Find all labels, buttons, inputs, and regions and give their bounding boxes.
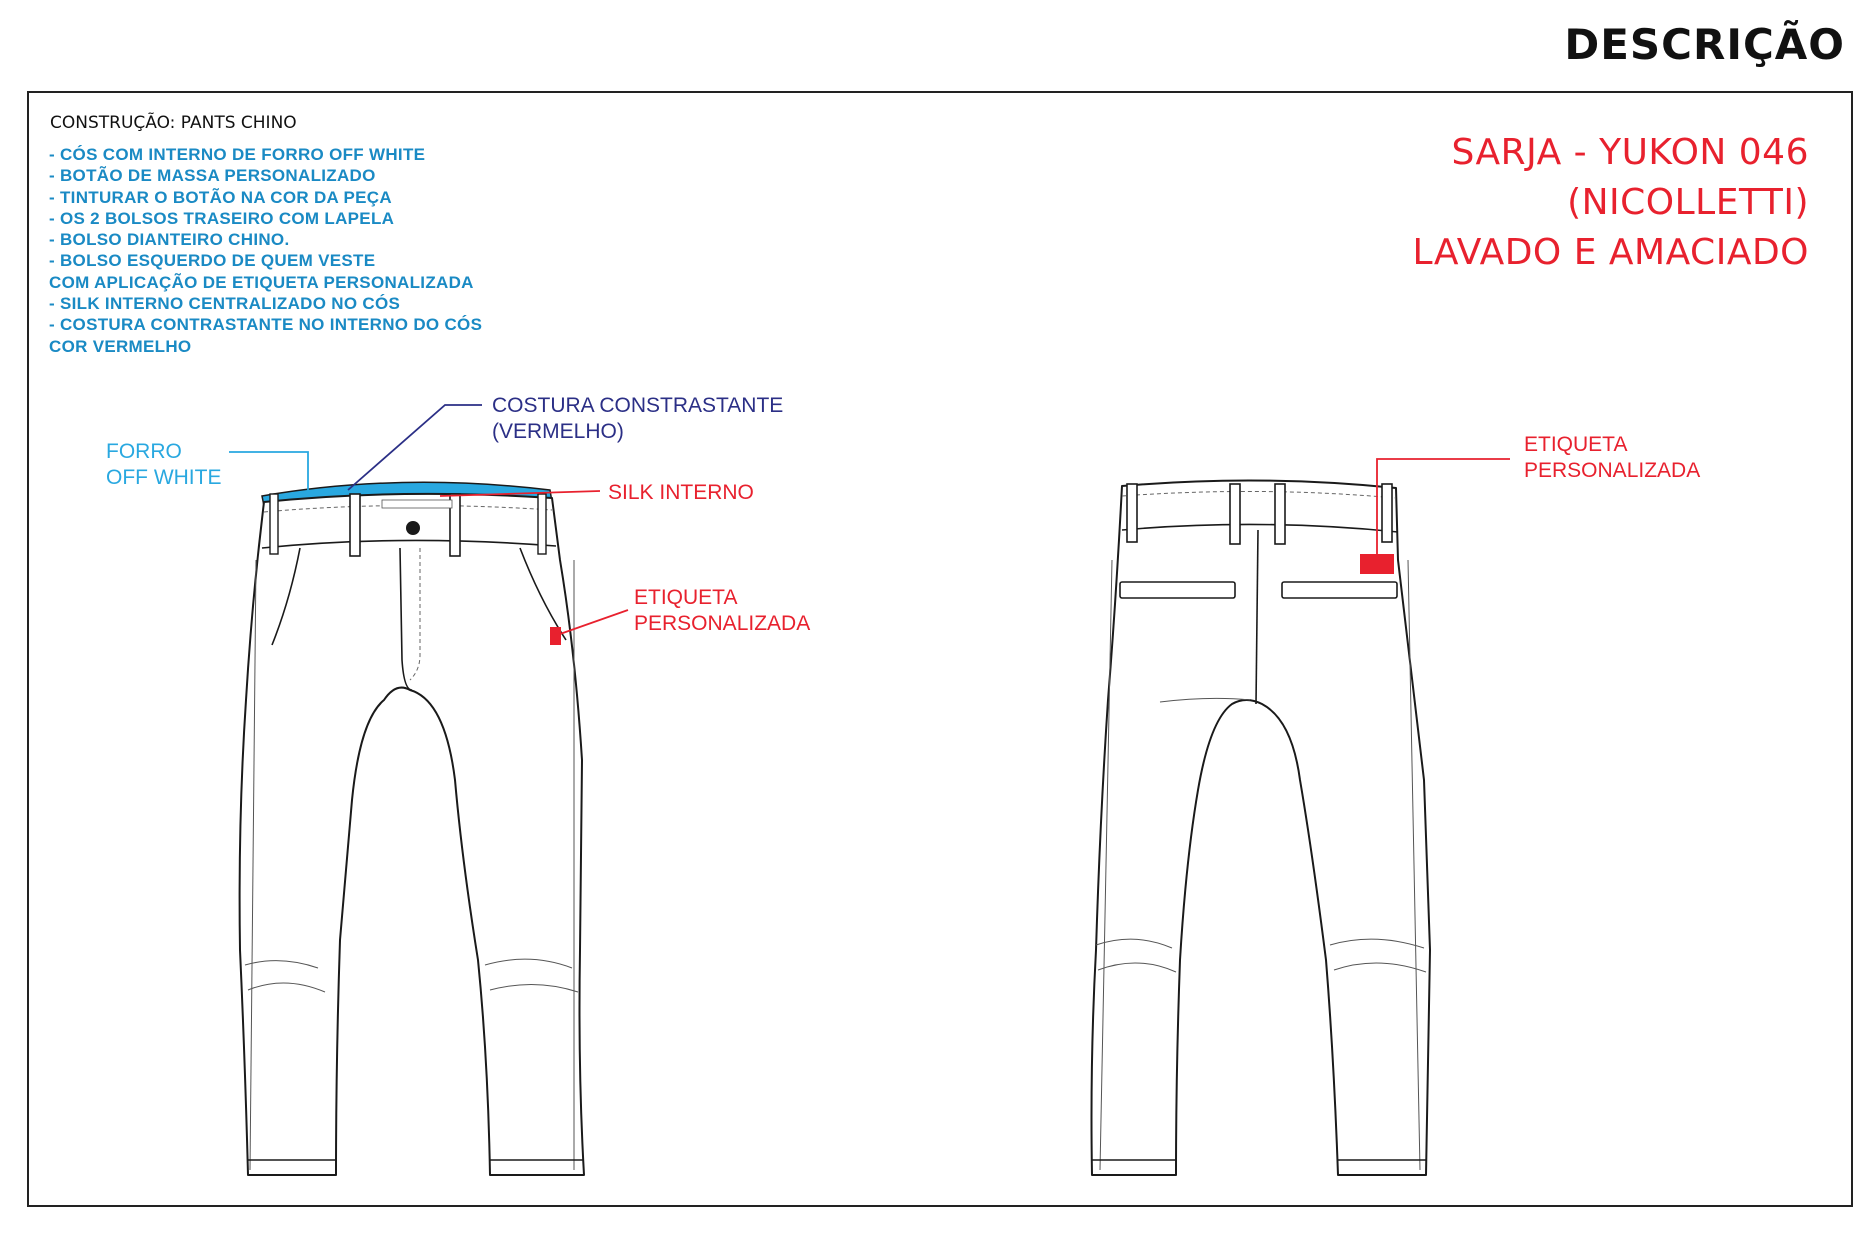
button-front bbox=[406, 521, 420, 535]
sheet-frame bbox=[27, 91, 1853, 1207]
spec-item: - BOTÃO DE MASSA PERSONALIZADO bbox=[49, 166, 376, 186]
back-pocket-right bbox=[1281, 581, 1398, 599]
leader-forro bbox=[229, 451, 309, 490]
belt-loop bbox=[1229, 483, 1241, 545]
belt-loop bbox=[1126, 483, 1138, 543]
callout-costura-line1: COSTURA CONSTRASTANTE bbox=[492, 394, 784, 417]
callout-costura-line2: (VERMELHO) bbox=[492, 420, 624, 443]
leader-etiqueta-back bbox=[1376, 458, 1510, 556]
fabric-name: SARJA - YUKON 046 bbox=[1451, 132, 1809, 173]
belt-loop bbox=[537, 493, 547, 555]
callout-silk: SILK INTERNO bbox=[608, 481, 754, 504]
callout-costura: COSTURA CONSTRASTANTE (VERMELHO) bbox=[492, 393, 783, 445]
callout-etiqueta-front-line1: ETIQUETA bbox=[634, 586, 738, 609]
leader-etiqueta-front bbox=[559, 609, 629, 635]
spec-item: - OS 2 BOLSOS TRASEIRO COM LAPELA bbox=[49, 208, 395, 228]
leader-silk bbox=[439, 490, 601, 497]
callout-etiqueta-back-line1: ETIQUETA bbox=[1524, 433, 1628, 456]
callout-etiqueta-front-line2: PERSONALIZADA bbox=[634, 612, 811, 635]
callout-etiqueta-back-line2: PERSONALIZADA bbox=[1524, 459, 1701, 482]
front-view-pants bbox=[238, 481, 585, 1176]
back-pocket-left bbox=[1119, 581, 1236, 599]
callout-forro-line1: FORRO bbox=[106, 440, 182, 463]
spec-item: - BOLSO DIANTEIRO CHINO. bbox=[49, 230, 290, 250]
belt-loop bbox=[1274, 483, 1286, 545]
fabric-spec: SARJA - YUKON 046 (NICOLLETTI) LAVADO E … bbox=[1413, 128, 1809, 278]
fabric-finish: LAVADO E AMACIADO bbox=[1412, 232, 1809, 273]
back-view-pants bbox=[1090, 479, 1431, 1176]
belt-loop bbox=[1381, 483, 1393, 543]
spec-item: - CÓS COM INTERNO DE FORRO OFF WHITE bbox=[49, 145, 426, 164]
spec-item: - SILK INTERNO CENTRALIZADO NO CÓS bbox=[49, 294, 401, 314]
spec-item: - BOLSO ESQUERDO DE QUEM VESTE bbox=[49, 251, 376, 271]
callout-forro-line2: OFF WHITE bbox=[106, 466, 222, 489]
callout-etiqueta-front: ETIQUETA PERSONALIZADA bbox=[634, 585, 810, 637]
construction-spec-list: - CÓS COM INTERNO DE FORRO OFF WHITE - B… bbox=[49, 144, 482, 357]
spec-item: COM APLICAÇÃO DE ETIQUETA PERSONALIZADA bbox=[49, 272, 474, 292]
belt-loop bbox=[349, 493, 361, 557]
spec-item: - COSTURA CONTRASTANTE NO INTERNO DO CÓS bbox=[49, 315, 483, 335]
spec-item: COR VERMELHO bbox=[49, 336, 192, 356]
callout-etiqueta-back: ETIQUETA PERSONALIZADA bbox=[1524, 432, 1700, 484]
back-body-outline bbox=[1090, 479, 1431, 1176]
spec-item: - TINTURAR O BOTÃO NA COR DA PEÇA bbox=[49, 187, 392, 207]
leader-costura bbox=[347, 404, 482, 491]
belt-loop bbox=[269, 493, 279, 555]
back-custom-label bbox=[1360, 554, 1394, 574]
front-body-outline bbox=[238, 492, 585, 1176]
front-custom-label bbox=[550, 627, 561, 645]
silk-print bbox=[381, 499, 453, 509]
belt-loop bbox=[449, 493, 461, 557]
fabric-supplier: (NICOLLETTI) bbox=[1567, 182, 1809, 223]
callout-forro: FORRO OFF WHITE bbox=[106, 439, 221, 491]
construction-title: CONSTRUÇÃO: PANTS CHINO bbox=[50, 113, 297, 133]
page-title: DESCRIÇÃO bbox=[1564, 20, 1845, 69]
